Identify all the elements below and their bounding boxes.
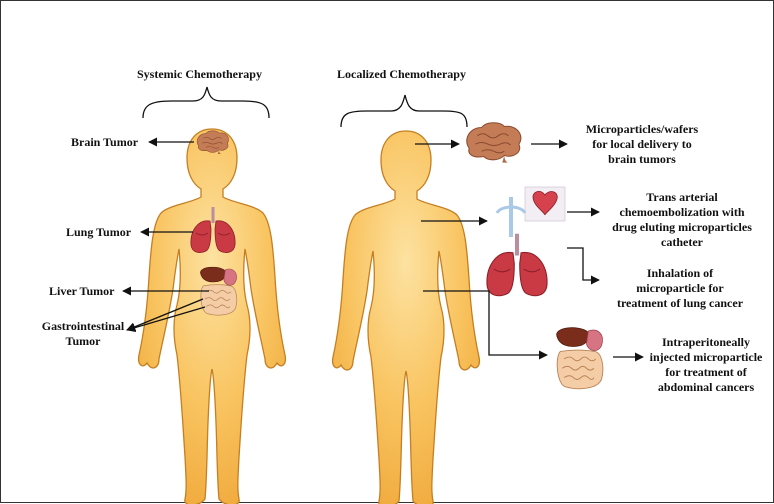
label-lung-tumor: Lung Tumor bbox=[66, 225, 131, 240]
systemic-title: Systemic Chemotherapy bbox=[137, 67, 262, 82]
right-brain-icon bbox=[467, 123, 521, 163]
right-lung-airway-icon bbox=[497, 197, 525, 237]
desc-line: Trans arterial bbox=[597, 190, 767, 205]
desc-line: injected microparticle bbox=[631, 350, 774, 365]
desc-line: for treatment of bbox=[631, 365, 774, 380]
desc-line: for local delivery to bbox=[567, 137, 717, 152]
desc-line: catheter bbox=[597, 235, 767, 250]
label-liver-tumor: Liver Tumor bbox=[49, 284, 114, 299]
desc-abdominal: Intraperitoneally injected microparticle… bbox=[631, 335, 774, 395]
desc-line: abdominal cancers bbox=[631, 380, 774, 395]
localized-brace bbox=[341, 95, 467, 127]
tace-heart-vessel-icon bbox=[525, 187, 565, 221]
desc-brain-wafers: Microparticles/wafers for local delivery… bbox=[567, 122, 717, 167]
label-gi-tumor: Gastrointestinal Tumor bbox=[31, 319, 135, 349]
localized-body-figure bbox=[333, 131, 480, 504]
desc-tace: Trans arterial chemoembolization with dr… bbox=[597, 190, 767, 250]
desc-line: drug eluting microparticles bbox=[597, 220, 767, 235]
arrow-inhalation-desc bbox=[567, 248, 599, 280]
desc-inhalation: Inhalation of microparticle for treatmen… bbox=[601, 266, 759, 311]
label-gi-line-1: Gastrointestinal bbox=[31, 319, 135, 334]
desc-line: Intraperitoneally bbox=[631, 335, 774, 350]
desc-line: brain tumors bbox=[567, 152, 717, 167]
desc-line: Microparticles/wafers bbox=[567, 122, 717, 137]
right-lung-icon bbox=[487, 234, 547, 296]
label-brain-tumor: Brain Tumor bbox=[71, 135, 138, 150]
localized-title: Localized Chemotherapy bbox=[337, 67, 466, 82]
systemic-brace bbox=[143, 87, 269, 118]
desc-line: chemoembolization with bbox=[597, 205, 767, 220]
right-gut-icon bbox=[557, 328, 603, 389]
label-gi-line-2: Tumor bbox=[31, 334, 135, 349]
desc-line: treatment of lung cancer bbox=[601, 296, 759, 311]
desc-line: Inhalation of bbox=[601, 266, 759, 281]
desc-line: microparticle for bbox=[601, 281, 759, 296]
